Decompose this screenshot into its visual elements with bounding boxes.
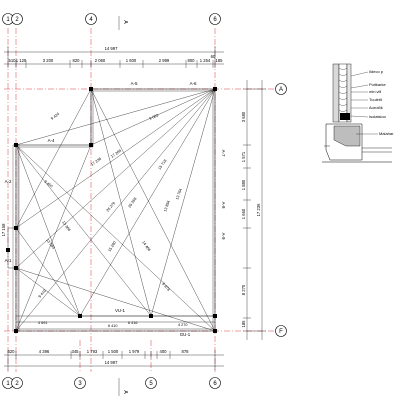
dim-top-3: 3 200 — [43, 58, 54, 63]
dim-top-1: 510 — [9, 58, 17, 63]
diag-label-9: 13 366 — [61, 220, 71, 232]
dim-right-5: 8 270 — [241, 284, 246, 295]
dim-right-6: 185 — [241, 320, 246, 328]
bottom-grid-labels: 1 2 3 5 6 — [6, 381, 217, 387]
label-a2: A-2 — [5, 179, 12, 184]
dim-bottom-4: 1 793 — [87, 349, 98, 354]
dim-right-3: 1 880 — [241, 179, 246, 190]
diag-label-16: 6 410 — [108, 324, 118, 328]
bottom-dimension-texts: 420 4 396 345 1 793 1 500 1 979 400 878 … — [8, 349, 190, 365]
diag-label-6: 26 276 — [106, 201, 117, 212]
section-marks: A A — [118, 16, 128, 396]
top-grid-labels: 1 2 4 6 — [6, 17, 217, 23]
grid-axis-top-4: 4 — [89, 17, 93, 23]
right-dimension-texts: 3 680 1 571 1 880 1 660 8 270 185 17 236… — [1, 111, 261, 327]
diag-label-12: 14 466 — [141, 240, 151, 252]
label-a7: A-7 — [221, 150, 226, 157]
dim-top-8: 800 — [188, 58, 196, 63]
diag-label-19: 4 270 — [178, 323, 188, 327]
top-dimension-lines — [4, 46, 224, 68]
node-markers — [6, 87, 217, 333]
label-a9: A-9 — [221, 233, 226, 240]
label-vu1: VU-1 — [115, 308, 126, 313]
bracing-lines — [15, 88, 216, 332]
dim-top-9: 1 254 — [200, 58, 211, 63]
detail-label-4: Tuuletõ — [369, 97, 383, 102]
diag-label-14: 9 450 — [43, 180, 53, 189]
detail-label-6: Isolatsioo — [369, 114, 387, 119]
diag-label-7: 26 268 — [128, 197, 138, 209]
diag-label-8: 13 583 — [45, 238, 55, 250]
diag-label-15: 4 691 — [38, 321, 48, 325]
diag-label-13: 15 260 — [107, 241, 117, 253]
bottom-grid-bubbles — [2, 377, 221, 389]
detail-labels: Ildeco p Puitkarke min.vill Tuuletõ Auru… — [369, 69, 394, 136]
grid-axis-bottom-3: 3 — [78, 381, 82, 387]
dim-top-6: 1 600 — [126, 58, 137, 63]
diag-label-20: 8 878 — [161, 282, 170, 292]
dim-bottom-3: 345 — [72, 349, 80, 354]
grid-axis-bottom-2: 2 — [15, 381, 19, 387]
diag-label-10: 13 894 — [163, 200, 171, 212]
dim-bottom-6: 1 979 — [129, 349, 140, 354]
diag-label-5: 15 718 — [158, 159, 168, 171]
grid-axis-right-a: A — [279, 87, 283, 93]
grid-axis-top-2: 2 — [15, 17, 19, 23]
detail-label-3: min.vill — [369, 89, 381, 94]
dim-overall-bottom: 14 997 — [105, 360, 118, 365]
dim-bottom-5: 1 500 — [108, 349, 119, 354]
grid-axis-top-1: 1 — [6, 17, 10, 23]
label-gu1: GU-1 — [180, 332, 191, 337]
dim-top-11: 185 — [216, 58, 224, 63]
dim-overall-top: 14 997 — [105, 46, 118, 51]
detail-label-7: Malahar — [379, 131, 394, 136]
grid-axis-right-f: F — [279, 329, 283, 335]
diag-label-1: 9 424 — [50, 112, 60, 121]
diag-label-17: 6 416 — [128, 321, 138, 325]
diagonal-labels: 9 424 9 603 17 236 17 268 15 718 26 276 … — [38, 112, 188, 328]
detail-label-5: Aurutõk — [369, 105, 383, 110]
dim-bottom-2: 4 396 — [39, 349, 50, 354]
dim-right-1: 3 680 — [241, 111, 246, 122]
dim-bottom-8: 878 — [182, 349, 190, 354]
dim-right-2: 1 571 — [241, 151, 246, 162]
dim-top-7: 2 999 — [159, 58, 170, 63]
right-dimension-lines — [243, 80, 266, 340]
label-a5: A-5 — [131, 81, 138, 86]
dim-top-10: 60 — [211, 54, 216, 59]
dim-top-5: 2 060 — [95, 58, 106, 63]
wall-section-detail — [322, 63, 392, 163]
grid-axis-bottom-6: 6 — [213, 381, 217, 387]
detail-label-2: Puitkarke — [369, 82, 386, 87]
diag-label-2: 9 603 — [149, 113, 159, 121]
diag-label-4: 17 268 — [110, 149, 122, 159]
label-a6: A-6 — [190, 81, 197, 86]
dim-top-2: 1 120 — [16, 58, 27, 63]
label-a4: A-4 — [48, 138, 55, 143]
dim-bottom-1: 420 — [8, 349, 16, 354]
dim-bottom-7: 400 — [160, 349, 168, 354]
dim-overall-right: 17 236 — [256, 203, 261, 216]
dim-top-4: 820 — [73, 58, 81, 63]
dim-overall-right-left: 17 158 — [1, 223, 6, 236]
detail-label-1: Ildeco p — [369, 69, 384, 74]
label-a8: A-8 — [221, 202, 226, 209]
element-labels: A-5 A-6 A-4 A-2 A-7 A-8 A-9 VU-1 GU-1 A-… — [5, 81, 226, 337]
grid-axis-bottom-1: 1 — [6, 381, 10, 387]
grid-axis-top-6: 6 — [213, 17, 217, 23]
label-a1: A-1 — [5, 258, 12, 263]
dim-right-4: 1 660 — [241, 208, 246, 219]
right-grid-bubbles — [275, 83, 287, 337]
diag-label-18: 9 410 — [38, 289, 47, 299]
diag-label-11: 13 764 — [175, 188, 183, 200]
top-grid-bubbles — [2, 13, 221, 25]
bottom-dimension-lines — [4, 350, 224, 370]
right-grid-labels: A F — [279, 87, 283, 335]
top-dimension-texts: 14 997 510 1 120 3 200 820 2 060 1 600 2… — [9, 46, 224, 63]
section-mark-bottom: A — [122, 390, 128, 394]
grid-axis-bottom-5: 5 — [149, 381, 153, 387]
section-mark-top: A — [122, 20, 128, 24]
diag-label-3: 17 236 — [90, 157, 102, 167]
